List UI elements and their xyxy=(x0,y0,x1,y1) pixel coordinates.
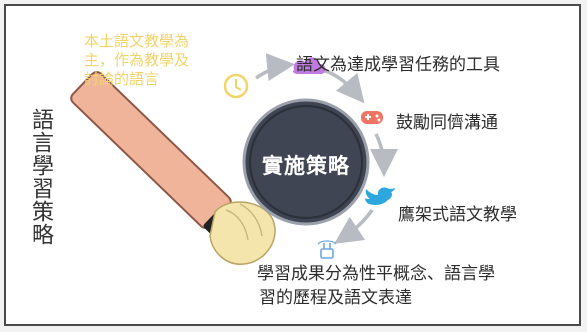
side-title: 語言學習策略 xyxy=(28,108,53,246)
arrow-clock-to-cloud xyxy=(255,53,295,82)
item-scaffolded-teaching: 鷹架式語文教學 xyxy=(398,205,517,225)
center-label: 實施策略 xyxy=(262,154,350,178)
hand-illustration xyxy=(209,201,276,265)
clock-icon xyxy=(223,73,249,99)
flow-arrows xyxy=(255,53,398,244)
item-learning-outcomes-line-1: 學習成果分為性平概念、語言學 xyxy=(257,264,495,284)
item-learning-outcomes-line-2: 習的歷程及語文表達 xyxy=(259,288,412,308)
lab-icon xyxy=(317,240,337,259)
item-peer-communication: 鼓勵同儕溝通 xyxy=(396,113,498,133)
bird-icon xyxy=(365,187,395,205)
magnifier-lens xyxy=(242,98,370,226)
cloud-icon xyxy=(293,57,326,74)
arrow-cloud-to-gamepad xyxy=(321,68,365,104)
arrow-bird-to-lab xyxy=(334,209,374,244)
gamepad-icon xyxy=(361,111,383,124)
item-language-tool: 語文為達成學習任務的工具 xyxy=(296,55,500,75)
local-language-note: 本土語文教學為主，作為教學及討論的語言 xyxy=(84,32,190,88)
item-learning-outcomes: 學習成果分為性平概念、語言學 習的歷程及語文表達 xyxy=(257,262,495,310)
arrow-gamepad-to-bird xyxy=(369,133,398,177)
